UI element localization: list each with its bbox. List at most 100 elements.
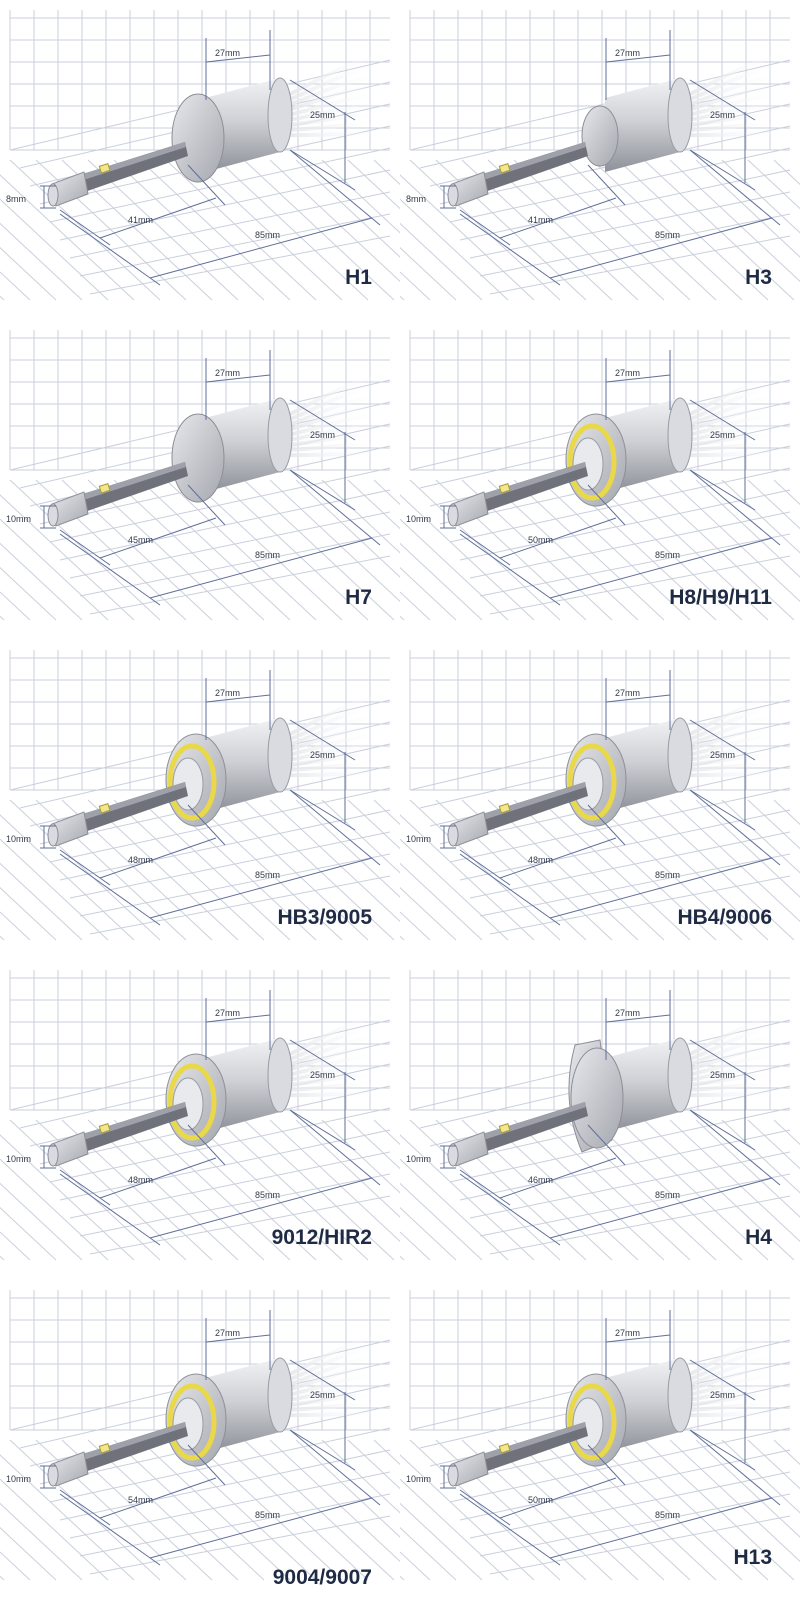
cooling-fibers <box>687 1013 786 1098</box>
dim-25-bottom <box>689 1109 756 1151</box>
stem-highlight <box>470 1422 586 1464</box>
grid-line <box>400 271 431 301</box>
grid-line <box>773 799 800 825</box>
dim-mid-left <box>59 209 111 246</box>
led-chip <box>498 1442 511 1454</box>
grid-line <box>269 159 400 283</box>
collar-inner <box>172 757 204 811</box>
dimension-lines <box>440 990 781 1246</box>
grid-line <box>243 1439 395 1581</box>
fiber <box>287 423 386 442</box>
dim-85-right <box>289 149 381 226</box>
grid-line <box>0 295 5 301</box>
collar-inner <box>172 1077 204 1131</box>
grid-line <box>295 1119 400 1218</box>
dim-85-text: 85mm <box>255 550 280 560</box>
grid-line <box>139 1119 291 1261</box>
grid-line <box>400 567 457 621</box>
grid-line <box>113 479 265 621</box>
grid-line <box>0 838 109 941</box>
dim-85-text: 85mm <box>655 870 680 880</box>
grid-line <box>400 1182 483 1261</box>
grid-line <box>400 1502 483 1581</box>
collar-inner <box>172 1397 204 1451</box>
led-chip <box>498 802 511 814</box>
grid-line <box>87 1119 239 1261</box>
fiber <box>287 723 386 752</box>
grid-line <box>669 1119 800 1243</box>
grid-line <box>49 787 391 863</box>
body-end-cap <box>667 77 693 153</box>
grid-line <box>400 862 483 941</box>
fiber <box>687 1392 786 1407</box>
grid-line <box>591 159 743 301</box>
grid-line <box>79 213 391 277</box>
fiber <box>687 383 786 422</box>
grid-line <box>321 799 400 874</box>
grid-line <box>617 479 769 621</box>
grid-line <box>747 1439 800 1490</box>
grid-line <box>487 1119 639 1261</box>
dim-85-line <box>549 1177 773 1239</box>
grid-line <box>79 1173 391 1237</box>
grid-line <box>747 799 800 850</box>
grid-line <box>295 159 400 258</box>
bulb <box>447 1013 786 1167</box>
dim-25-bottom <box>289 1109 356 1151</box>
dim-tip-text: 10mm <box>406 834 431 844</box>
cooling-fibers <box>287 1333 386 1418</box>
grid-line <box>479 213 791 277</box>
fiber <box>287 383 386 422</box>
dimension-lines <box>40 990 381 1246</box>
grid-line <box>449 147 791 223</box>
dim-25-bottom <box>289 1429 356 1471</box>
dim-85-right <box>689 469 781 546</box>
led-chip <box>98 1122 111 1134</box>
dim-25-text: 25mm <box>310 110 335 120</box>
grid-line <box>165 159 317 301</box>
gold-seal-ring <box>167 743 217 821</box>
grid-line <box>669 479 800 603</box>
collar-inner <box>572 1397 604 1451</box>
fiber <box>687 703 786 742</box>
grid-line <box>69 831 391 899</box>
dim-mid-right <box>587 484 626 526</box>
grid-line <box>489 1515 791 1575</box>
grid-line <box>89 235 391 295</box>
dim-27-line <box>605 374 671 383</box>
fiber <box>687 112 786 127</box>
fiber <box>287 1402 386 1412</box>
grid-line <box>513 1439 665 1581</box>
grid-line <box>721 1119 800 1194</box>
dim-mid-right <box>587 164 626 206</box>
grid-line <box>269 1119 400 1243</box>
grid-line <box>0 862 83 941</box>
collar-inner <box>572 437 604 491</box>
dim-mid-line <box>99 1157 217 1199</box>
fiber <box>287 1053 386 1077</box>
grid-line <box>449 467 791 543</box>
led-chip <box>98 1442 111 1454</box>
fiber <box>287 713 386 747</box>
grid-line <box>0 1207 57 1261</box>
grid-line <box>747 1119 800 1170</box>
dim-27-line <box>605 1014 671 1023</box>
grid-line <box>513 479 665 621</box>
grid-line <box>489 875 791 935</box>
dim-mid-left <box>459 849 511 886</box>
grid-line <box>49 1427 391 1503</box>
fiber <box>287 93 386 117</box>
fiber <box>287 762 386 772</box>
dim-27-text: 27mm <box>615 48 640 58</box>
grid-line <box>400 222 483 301</box>
grid-line <box>479 853 791 917</box>
grid-line <box>9 1119 161 1261</box>
dim-25-text: 25mm <box>310 750 335 760</box>
bulb-model-label: H7 <box>345 586 372 609</box>
dim-25-bottom <box>689 469 756 511</box>
